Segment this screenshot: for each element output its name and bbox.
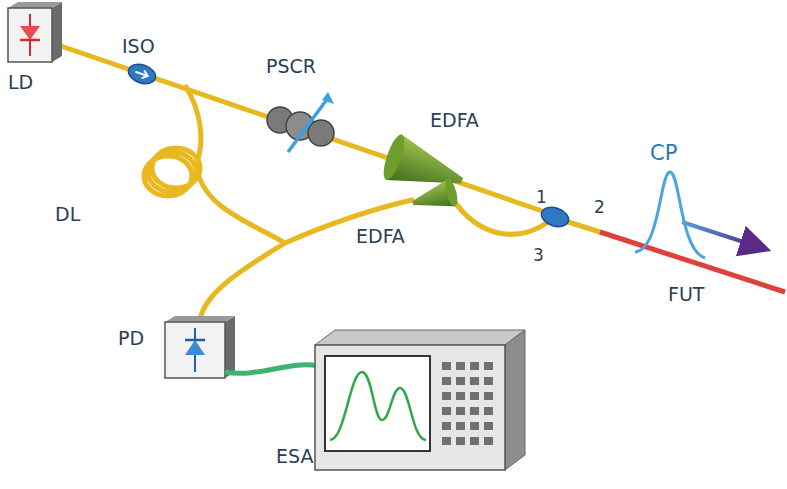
photodetector xyxy=(165,316,235,378)
instrument-button xyxy=(456,377,465,385)
component-label: FUT xyxy=(668,284,704,305)
component-label: EDFA xyxy=(356,226,405,247)
component-label: DL xyxy=(55,204,80,225)
component-label: EDFA xyxy=(430,110,479,131)
isolator xyxy=(126,61,158,87)
instrument-button xyxy=(456,392,465,400)
instrument-button xyxy=(456,422,465,430)
instrument-button xyxy=(456,362,465,370)
instrument-button xyxy=(484,422,493,430)
pd-fiber xyxy=(200,243,285,320)
edfa-amplifier xyxy=(409,178,460,217)
laser-diode xyxy=(8,2,62,62)
spectrum-analyzer xyxy=(315,330,525,470)
component-label: CP xyxy=(650,142,677,165)
instrument-button xyxy=(442,392,451,400)
port-number: 2 xyxy=(594,198,605,217)
component-label: PD xyxy=(118,328,144,349)
rf-cable xyxy=(225,365,318,373)
instrument-button xyxy=(484,377,493,385)
instrument-button xyxy=(442,362,451,370)
instrument-button xyxy=(442,437,451,445)
instrument-button xyxy=(470,437,479,445)
instrument-button xyxy=(456,407,465,415)
pulse-arrow xyxy=(682,222,756,246)
instrument-button xyxy=(470,362,479,370)
instrument-button xyxy=(442,407,451,415)
component-label: LD xyxy=(8,72,33,93)
circulator xyxy=(539,204,571,230)
branch-fiber xyxy=(196,165,285,243)
instrument-button xyxy=(442,377,451,385)
fut-fiber xyxy=(600,232,785,292)
instrument-button xyxy=(484,437,493,445)
pulse-shape xyxy=(635,172,705,258)
port-number: 3 xyxy=(533,246,544,265)
instrument-button xyxy=(470,407,479,415)
instrument-button xyxy=(456,437,465,445)
main-fiber xyxy=(58,45,548,213)
instrument-button xyxy=(484,407,493,415)
instrument-button xyxy=(470,422,479,430)
delay-coil xyxy=(144,156,192,196)
instrument-button xyxy=(442,422,451,430)
port3-fiber xyxy=(452,198,548,234)
port-number: 1 xyxy=(536,188,547,207)
instrument-button xyxy=(484,362,493,370)
polarization-scrambler xyxy=(267,92,334,152)
instrument-button xyxy=(470,377,479,385)
component-label: ISO xyxy=(122,36,155,57)
instrument-button xyxy=(470,392,479,400)
component-label: ESA xyxy=(276,446,313,467)
instrument-button xyxy=(484,392,493,400)
component-label: PSCR xyxy=(266,56,316,77)
